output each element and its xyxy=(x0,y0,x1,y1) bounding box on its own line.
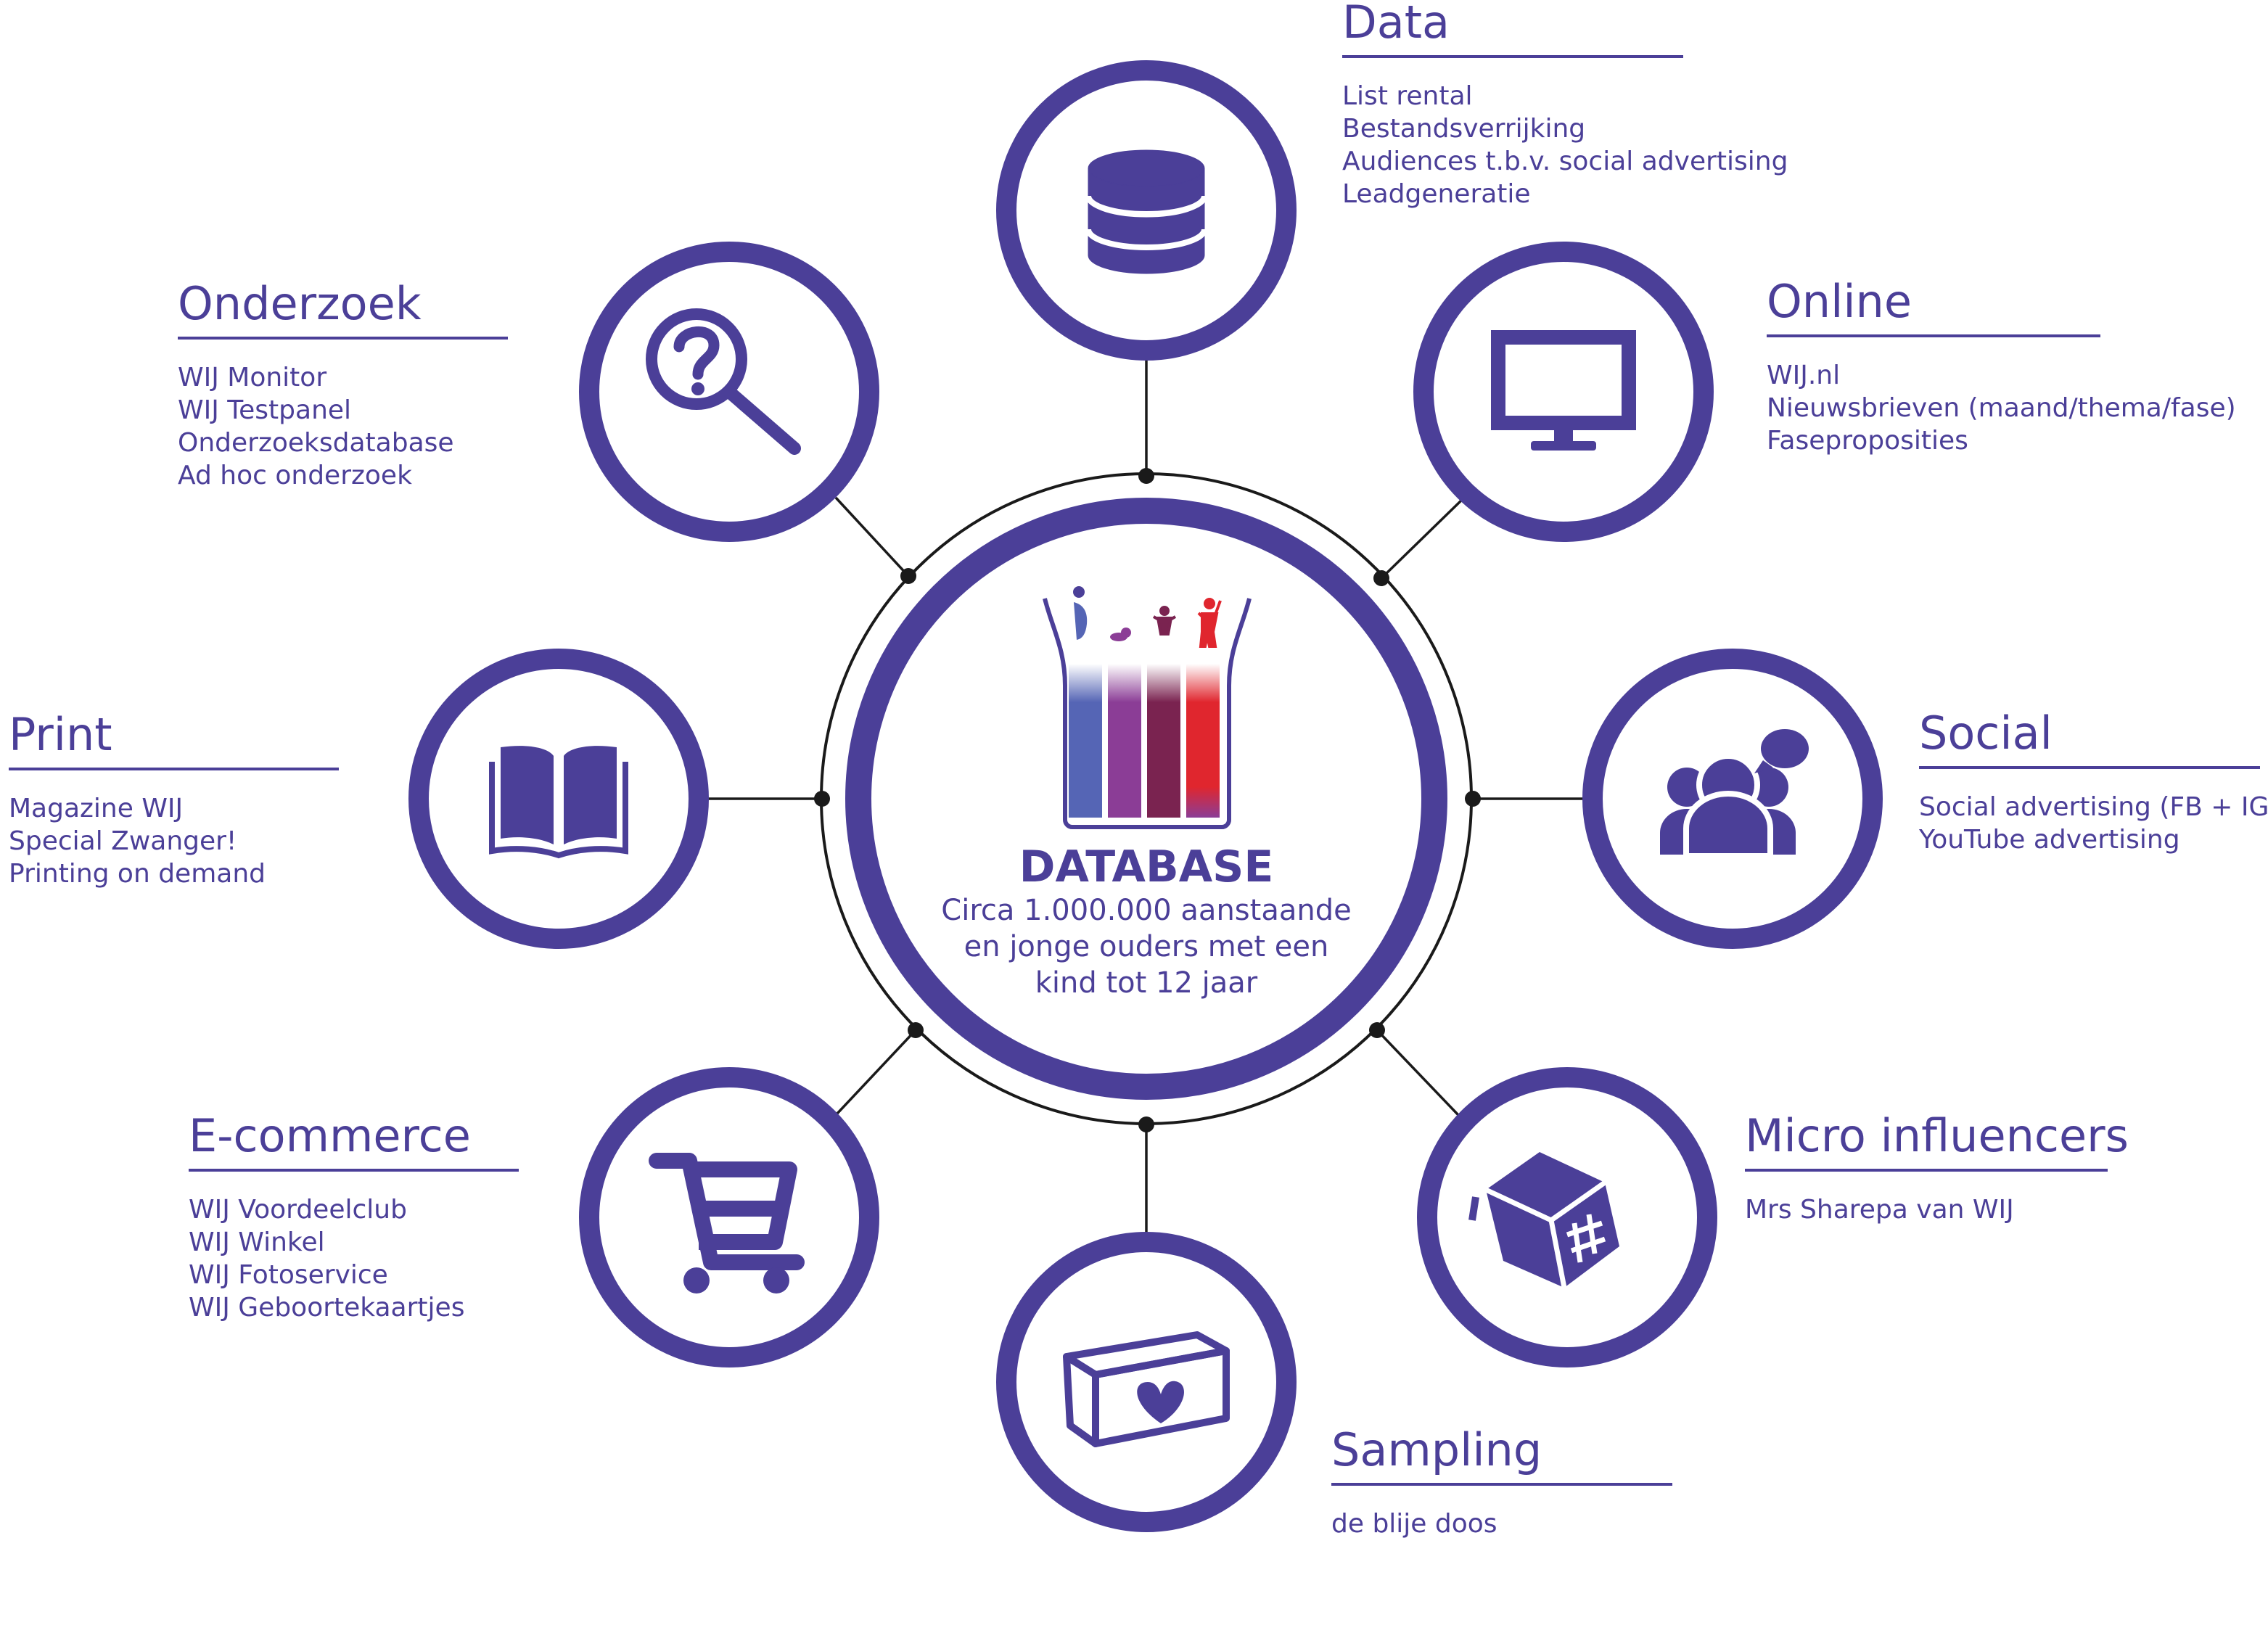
list-item: WIJ Geboortekaartjes xyxy=(189,1293,465,1323)
connector-onderzoek xyxy=(834,496,910,577)
magnifier-question-icon xyxy=(646,308,801,455)
junction-dot xyxy=(814,791,830,807)
open-book-icon xyxy=(489,746,628,859)
family-figures-icon xyxy=(1073,586,1222,648)
list-item: Onderzoeksdatabase xyxy=(178,428,454,458)
list-item: Printing on demand xyxy=(9,859,266,889)
connector-online xyxy=(1380,496,1466,580)
list-item: WIJ.nl xyxy=(1767,361,1841,390)
center-description-line: Circa 1.000.000 aanstaande xyxy=(941,894,1352,927)
label-group-micro: Micro influencers Mrs Sharepa van WIJ xyxy=(1745,1114,2129,1226)
center-text: DATABASE Circa 1.000.000 aanstaande en j… xyxy=(892,842,1400,1001)
node-title-online: Online xyxy=(1767,275,1912,328)
shopping-cart-icon xyxy=(649,1153,805,1294)
junction-dot xyxy=(900,568,916,584)
list-item: Mrs Sharepa van WIJ xyxy=(1745,1195,2014,1225)
list-item: WIJ Fotoservice xyxy=(189,1260,388,1290)
list-item: Special Zwanger! xyxy=(9,826,237,856)
list-item: Social advertising (FB + IG) xyxy=(1919,792,2268,822)
junction-dot xyxy=(1369,1022,1385,1038)
junction-dot xyxy=(1138,1116,1154,1132)
heart-box-icon xyxy=(1063,1331,1230,1447)
title-underline xyxy=(1331,1483,1672,1486)
list-item: Nieuwsbrieven (maand/thema/fase) xyxy=(1767,393,2236,423)
database-icon xyxy=(1085,149,1207,274)
node-circle-print[interactable] xyxy=(408,649,709,949)
title-underline xyxy=(1919,766,2260,769)
junction-dot xyxy=(908,1022,924,1038)
label-group-social: Social Social advertising (FB + IG) YouT… xyxy=(1919,711,2268,856)
label-group-ecommerce: E-commerce WIJ Voordeelclub WIJ Winkel W… xyxy=(189,1114,519,1324)
center-title: DATABASE xyxy=(1019,842,1274,892)
monitor-icon xyxy=(1491,330,1636,451)
list-item: WIJ Voordeelclub xyxy=(189,1195,407,1225)
list-item: de blije doos xyxy=(1331,1509,1497,1539)
junction-dots xyxy=(814,468,1481,1132)
node-title-data: Data xyxy=(1342,0,1450,49)
list-item: List rental xyxy=(1342,81,1473,111)
label-group-online: Online WIJ.nl Nieuwsbrieven (maand/thema… xyxy=(1767,279,2236,457)
list-item: Leadgeneratie xyxy=(1342,179,1531,209)
node-title-micro: Micro influencers xyxy=(1745,1109,2129,1162)
label-group-data: Data List rental Bestandsverrijking Audi… xyxy=(1342,0,1788,210)
connector-micro xyxy=(1376,1029,1460,1116)
list-item: Bestandsverrijking xyxy=(1342,114,1586,144)
list-item: WIJ Winkel xyxy=(189,1227,325,1257)
label-group-sampling: Sampling de blije doos xyxy=(1331,1428,1672,1540)
node-circle-ecommerce[interactable] xyxy=(579,1067,879,1368)
title-underline xyxy=(178,337,508,340)
title-underline xyxy=(189,1169,519,1172)
list-item: WIJ Testpanel xyxy=(178,395,352,425)
connector-lines xyxy=(707,361,1593,1242)
list-item: Ad hoc onderzoek xyxy=(178,461,412,490)
junction-dot xyxy=(1373,570,1389,586)
hub-ring xyxy=(845,498,1447,1100)
title-underline xyxy=(1342,55,1683,58)
list-item: Faseproposities xyxy=(1767,426,1968,456)
list-item: Audiences t.b.v. social advertising xyxy=(1342,147,1788,176)
list-item: Magazine WIJ xyxy=(9,794,184,823)
node-title-social: Social xyxy=(1919,707,2053,760)
connector-ecommerce xyxy=(834,1029,917,1116)
node-circle-sampling[interactable] xyxy=(996,1232,1297,1532)
node-circle-online[interactable] xyxy=(1413,242,1714,542)
list-item: WIJ Monitor xyxy=(178,363,327,392)
junction-dot xyxy=(1138,468,1154,484)
title-underline xyxy=(1767,334,2100,337)
database-columns-logo xyxy=(1043,586,1252,829)
list-item: YouTube advertising xyxy=(1919,825,2180,855)
junction-dot xyxy=(1465,791,1481,807)
title-underline xyxy=(9,768,339,770)
hashtag-box-icon xyxy=(1468,1152,1619,1288)
center-description-line: en jonge ouders met een xyxy=(964,930,1329,963)
label-group-print: Print Magazine WIJ Special Zwanger! Prin… xyxy=(9,712,339,890)
node-title-ecommerce: E-commerce xyxy=(189,1109,471,1162)
title-underline xyxy=(1745,1169,2108,1172)
node-title-print: Print xyxy=(9,708,112,761)
node-title-onderzoek: Onderzoek xyxy=(178,277,422,330)
label-group-onderzoek: Onderzoek WIJ Monitor WIJ Testpanel Onde… xyxy=(178,281,508,492)
center-description-line: kind tot 12 jaar xyxy=(1035,966,1258,1000)
node-title-sampling: Sampling xyxy=(1331,1423,1542,1476)
people-chat-icon xyxy=(1660,729,1809,859)
